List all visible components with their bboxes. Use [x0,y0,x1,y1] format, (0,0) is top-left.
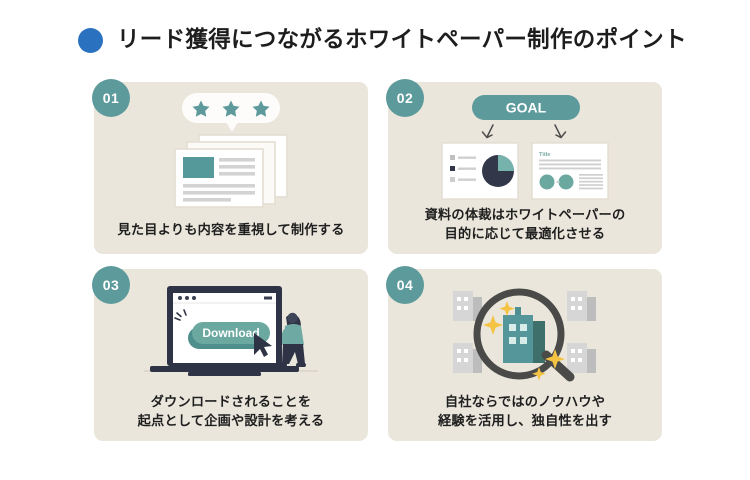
bullet-dot-icon [78,28,103,53]
highlighted-building [503,307,545,363]
page-title: リード獲得につながるホワイトペーパー制作のポイント [117,27,687,53]
card-number-badge: 04 [386,266,424,304]
card-04[interactable]: 04 [386,266,662,441]
goal-pill-label: GOAL [506,100,547,116]
goal-to-slide-formats-icon: GOAL [441,95,609,200]
card-03[interactable]: 03 [92,266,368,441]
card-04-illustration [388,275,662,387]
card-number-badge: 01 [92,79,130,117]
card-03-illustration: Download [94,275,368,387]
card-01-illustration [94,90,368,208]
card-grid: 01 [92,79,662,441]
document-stack-with-star-rating-icon [174,93,288,208]
card-03-caption: ダウンロードされることを 起点として企画や設計を考える [137,393,325,428]
gray-buildings [453,291,596,373]
card-01-caption: 見た目よりも内容を重視して制作する [117,221,345,237]
laptop-download-button-icon: Download [144,286,318,376]
download-button-label: Download [202,326,259,340]
card-02-illustration: GOAL [388,90,662,208]
card-01[interactable]: 01 [92,79,368,254]
card-04-caption: 自社ならではのノウハウや 経験を活用し、独自性を出す [437,393,613,428]
card-number-badge: 02 [386,79,424,117]
slide-title-label: Title [539,152,550,158]
page-title-row: リード獲得につながるホワイトペーパー制作のポイント [78,28,687,53]
card-number-badge: 03 [92,266,130,304]
sparkles [483,301,565,381]
card-02-caption: 資料の体裁はホワイトペーパーの 目的に応じて最適化させる [424,206,626,241]
card-02[interactable]: 02 GOAL [386,79,662,254]
magnifier-over-company-icon [453,288,596,382]
